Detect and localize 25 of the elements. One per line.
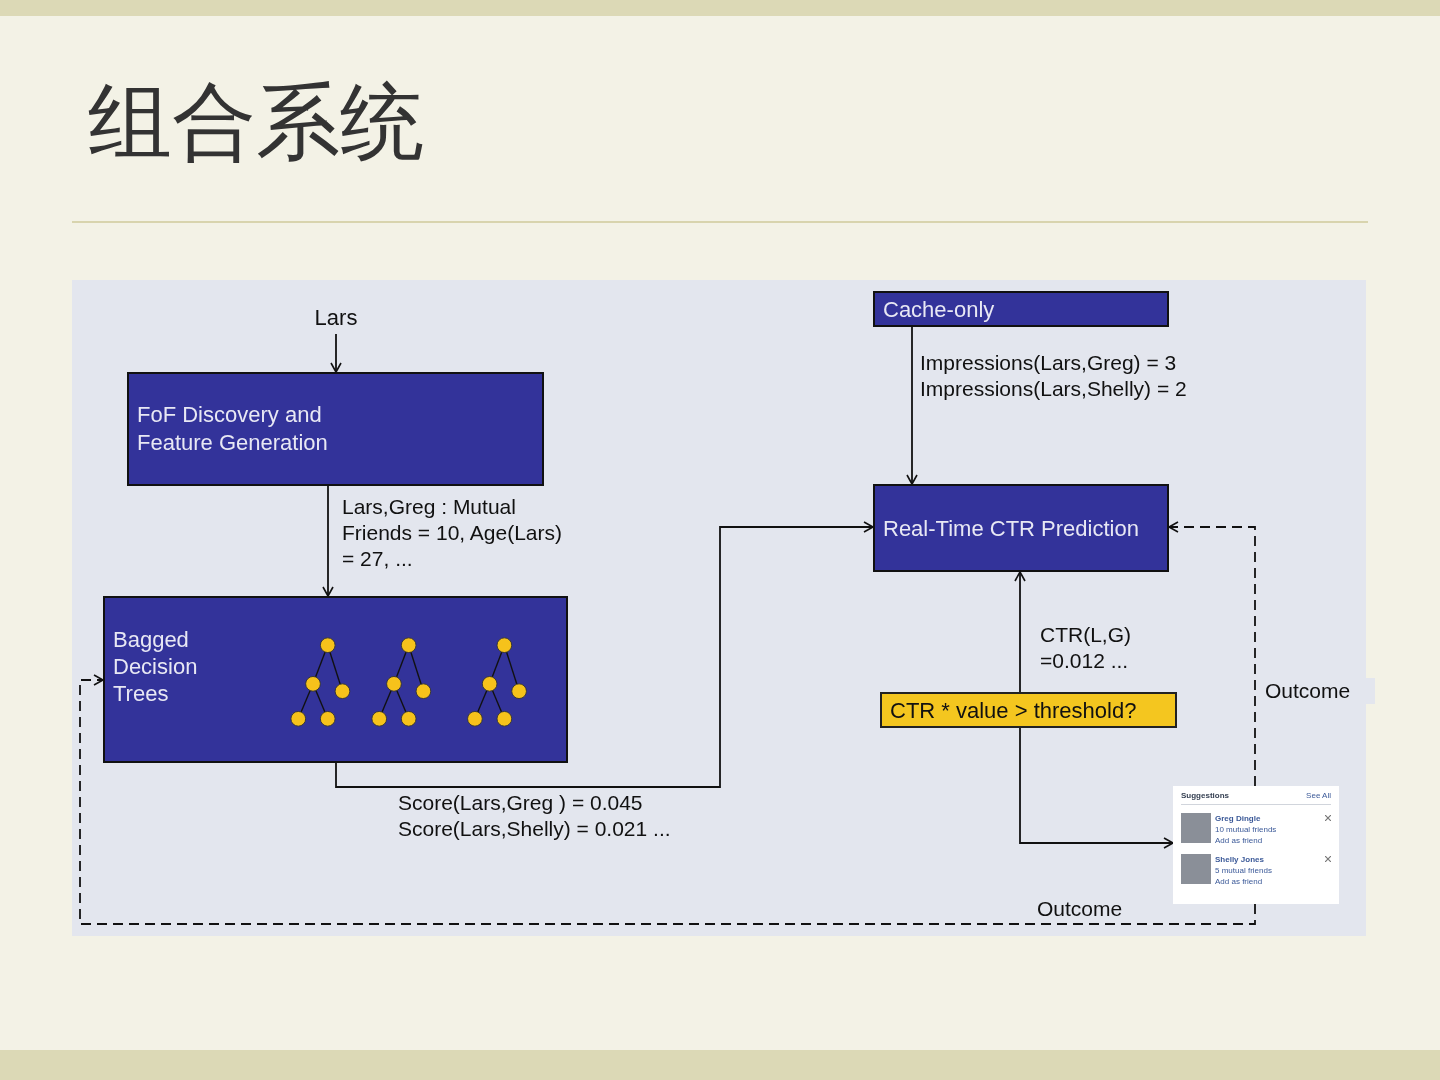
arrow: [322, 485, 334, 597]
slide-title: 组合系统: [88, 80, 424, 164]
process-box: FoF Discovery and Feature Generation: [127, 372, 544, 486]
mutual-friends-text: 10 mutual friends: [1215, 824, 1277, 835]
add-friend-link: Add as friend: [1215, 835, 1264, 846]
process-box: Cache-only: [873, 291, 1169, 327]
decision-box: CTR * value > threshold?: [880, 692, 1177, 728]
mutual-friends-text: 5 mutual friends: [1215, 865, 1272, 876]
input-label: Lars: [308, 300, 364, 334]
add-friend-link: Add as friend: [1215, 876, 1264, 887]
arrow: [1014, 571, 1026, 693]
suggestions-widget: [1173, 786, 1339, 904]
process-box: Bagged Decision Trees: [103, 596, 568, 763]
dashed-arrow: [79, 674, 1256, 925]
process-box: Real-Time CTR Prediction: [873, 484, 1169, 572]
arrow: [1019, 727, 1174, 849]
see-all-link: See All: [1306, 790, 1331, 802]
arrow: [330, 333, 342, 373]
dashed-arrow: [1168, 521, 1256, 787]
edge-label: Outcome: [1265, 678, 1375, 704]
friend-name: Greg Dingle: [1215, 813, 1262, 824]
widget-heading: Suggestions: [1181, 790, 1229, 802]
arrow: [906, 326, 918, 485]
friend-name: Shelly Jones: [1215, 854, 1265, 865]
arrow: [335, 521, 874, 788]
